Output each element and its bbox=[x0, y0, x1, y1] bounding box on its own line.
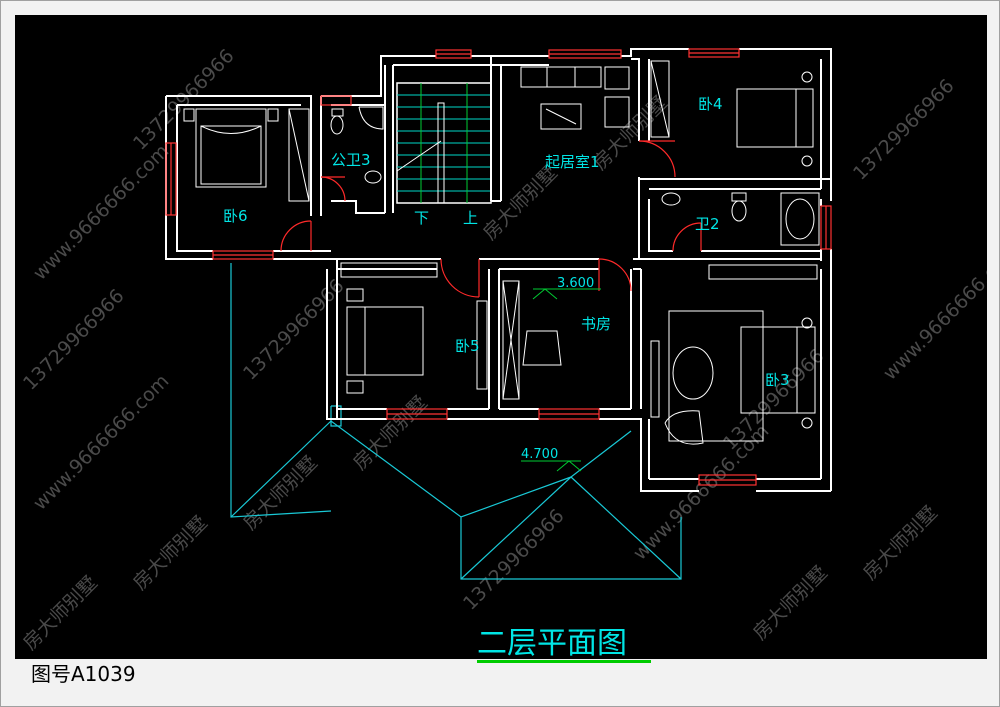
watermark-brand: 房大师别墅 bbox=[349, 392, 432, 475]
watermark-web: www.9666666.com bbox=[29, 140, 173, 284]
watermark-brand: 房大师别墅 bbox=[859, 502, 942, 585]
stair-up-label: 上 bbox=[463, 209, 478, 227]
level-floor-label: 3.600 bbox=[557, 276, 594, 291]
title-underline bbox=[477, 660, 651, 663]
watermark-web: www.9666666.com bbox=[629, 420, 773, 564]
bookshelf-icon bbox=[502, 280, 520, 400]
armchair-icon bbox=[664, 410, 704, 445]
roof-outline bbox=[230, 263, 682, 580]
toilet-icon bbox=[330, 115, 344, 135]
bed-icon bbox=[740, 317, 816, 429]
rug-icon bbox=[668, 310, 764, 442]
room-label-bedroom6: 卧6 bbox=[223, 207, 248, 225]
level-marker-floor: 3.600 bbox=[532, 276, 601, 300]
bathtub-icon bbox=[780, 192, 820, 246]
stair-down-label: 下 bbox=[414, 209, 429, 227]
watermark-phone: 13729966966 bbox=[459, 505, 569, 615]
toilet-icon bbox=[731, 200, 747, 222]
cad-drawing-area: 房大师别墅 房大师别墅 房大师别墅 房大师别墅 房大师别墅 房大师别墅 房大师别… bbox=[15, 15, 987, 659]
watermark-phone: 13729966966 bbox=[19, 285, 129, 395]
table-icon bbox=[672, 346, 714, 400]
shower-icon bbox=[358, 106, 384, 130]
watermark-brand: 房大师别墅 bbox=[129, 512, 212, 595]
room-label-living-room1: 起居室1 bbox=[545, 153, 600, 171]
furniture bbox=[183, 60, 820, 445]
wardrobe-icon bbox=[650, 60, 670, 138]
watermark-web: www.9666666.com bbox=[29, 370, 173, 514]
bed-icon bbox=[736, 71, 814, 167]
room-label-bedroom3: 卧3 bbox=[765, 371, 790, 389]
staircase bbox=[396, 82, 492, 204]
drawing-title: 二层平面图 bbox=[477, 626, 627, 659]
sink-icon bbox=[364, 170, 382, 184]
wardrobe-icon bbox=[340, 262, 438, 278]
room-label-bedroom5: 卧5 bbox=[455, 337, 480, 355]
floor-plan: 房大师别墅 房大师别墅 房大师别墅 房大师别墅 房大师别墅 房大师别墅 房大师别… bbox=[19, 45, 987, 659]
watermark-brand: 房大师别墅 bbox=[589, 92, 672, 175]
sofa-icon bbox=[520, 66, 630, 130]
watermark-brand: 房大师别墅 bbox=[19, 572, 102, 655]
level-marker-roof: 4.700 bbox=[521, 447, 582, 472]
watermark-phone: 13729966966 bbox=[239, 275, 349, 385]
room-label-public-bath3: 公卫3 bbox=[331, 151, 371, 169]
wardrobe-icon bbox=[288, 108, 310, 202]
room-label-study: 书房 bbox=[581, 315, 611, 333]
doors bbox=[280, 140, 702, 298]
walls bbox=[165, 48, 832, 492]
watermark-brand: 房大师别墅 bbox=[749, 562, 832, 645]
wardrobe-icon bbox=[476, 300, 488, 390]
watermark-phone: 13729966966 bbox=[719, 345, 829, 455]
watermark-phone: 13729966966 bbox=[849, 75, 959, 185]
drawing-number: 图号A1039 bbox=[31, 662, 136, 686]
room-label-bedroom4: 卧4 bbox=[698, 95, 723, 113]
wardrobe-icon bbox=[708, 264, 818, 280]
watermark-brand: 房大师别墅 bbox=[239, 452, 322, 535]
watermark-web: www.9666666.com bbox=[879, 240, 987, 384]
bed-icon bbox=[183, 108, 279, 188]
tv-cabinet-icon bbox=[650, 340, 660, 418]
watermark-phone: 13729966966 bbox=[129, 45, 239, 155]
room-label-bath2: 卫2 bbox=[695, 215, 720, 233]
level-roof-label: 4.700 bbox=[521, 447, 558, 462]
chair-icon bbox=[522, 330, 562, 366]
bed-icon bbox=[346, 288, 424, 394]
windows bbox=[165, 48, 832, 486]
sink-icon bbox=[661, 192, 681, 206]
